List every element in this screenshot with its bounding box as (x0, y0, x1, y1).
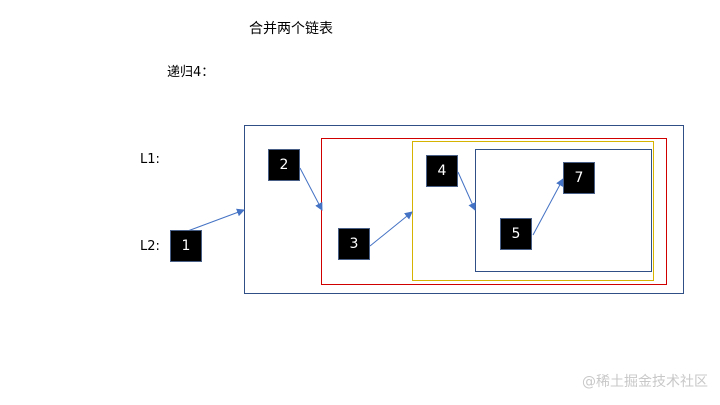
list-node-3: 3 (338, 228, 370, 260)
watermark: @稀土掘金技术社区 (582, 374, 708, 390)
recursion-frame-red (321, 138, 667, 285)
arrow-1-to-frame (184, 208, 245, 233)
recursion-frame-yellow (412, 141, 654, 281)
list-node-1: 1 (170, 230, 202, 262)
list-node-5: 5 (500, 218, 532, 250)
list-node-4: 4 (426, 155, 458, 187)
recursion-step-label: 递归4： (167, 65, 215, 80)
list-node-7: 7 (563, 162, 595, 194)
list-l1-label: L1: (140, 152, 160, 167)
list-l2-label: L2: (140, 239, 160, 254)
list-node-2: 2 (268, 149, 300, 181)
diagram-title: 合并两个链表 (249, 21, 333, 37)
